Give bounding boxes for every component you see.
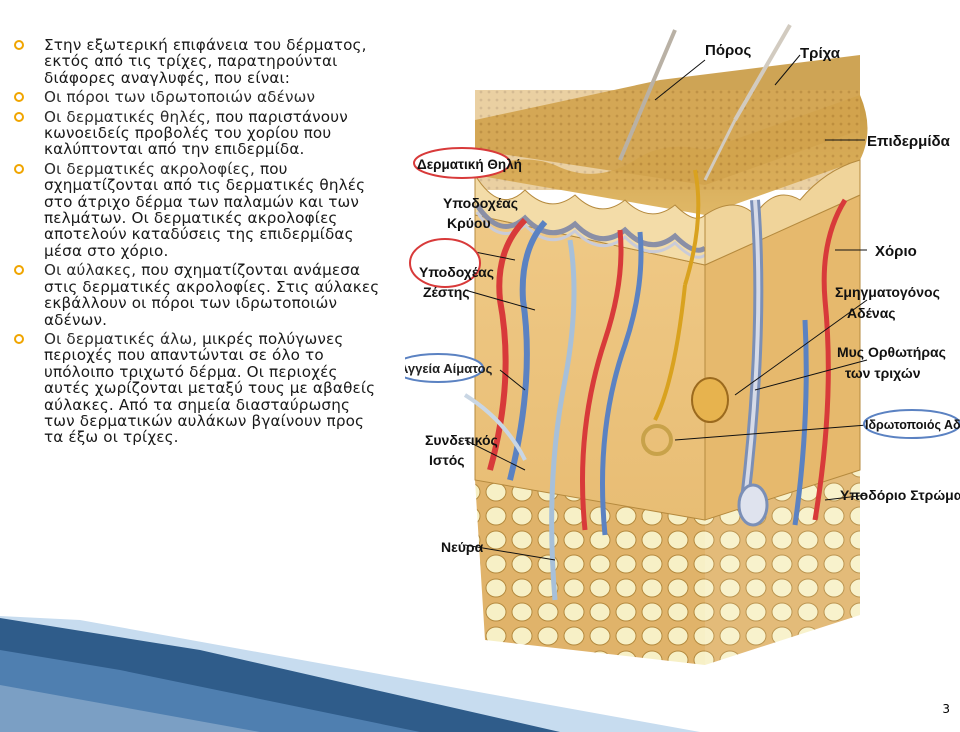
label-aggeia: Αγγεία Αίματος — [405, 361, 493, 376]
fat-layer-front — [475, 480, 705, 665]
bullet-text: που σχηματίζονται από τις δερματικές θηλ… — [44, 159, 366, 260]
bullet-lead: Οι δερματικές θηλές, — [44, 107, 211, 126]
label-trixa: Τρίχα — [800, 45, 841, 62]
bottom-decor-bar — [0, 616, 960, 732]
bullet-lead: Οι πόροι των ιδρωτοποιών αδένων — [44, 88, 316, 107]
bullet-lead: Οι δερματικές ακρολοφίες, — [44, 159, 255, 178]
label-smigmatogonos-1: Σμηγματογόνος — [835, 284, 940, 300]
bullet-ridges: Οι δερματικές ακρολοφίες, που σχηματίζον… — [14, 161, 384, 259]
label-syndetikos-1: Συνδετικός — [425, 432, 498, 448]
hair-shaft — [618, 29, 677, 161]
bullet-papillae: Οι δερματικές θηλές, που παριστάνουν κων… — [14, 107, 384, 159]
bullet-text: που σχηματίζονται ανάμεσα στις δερματικέ… — [44, 261, 380, 329]
bullet-intro: Στην εξωτερική επιφάνεια του δέρματος, ε… — [14, 37, 384, 86]
label-ypodoxeas-kryou-2: Κρύου — [447, 215, 491, 231]
bullet-furrows: Οι αύλακες, που σχηματίζονται ανάμεσα στ… — [14, 262, 384, 328]
bullet-marker-icon — [14, 333, 24, 344]
label-neyra: Νεύρα — [441, 539, 484, 555]
bullet-marker-icon — [14, 265, 24, 276]
label-idrotopoios: Ιδρωτοποιός Αδένας — [865, 418, 960, 432]
page-number: 3 — [942, 702, 950, 716]
bullet-text: μικρές πολύγωνες περιοχές που απαντώνται… — [44, 329, 376, 447]
bullet-text: που παριστάνουν κωνοειδείς προβολές του … — [44, 107, 348, 159]
label-dermatiki-thili: Δερματική Θηλή — [417, 157, 522, 172]
label-epidermida: Επιδερμίδα — [867, 133, 951, 150]
bullet-list: Στην εξωτερική επιφάνεια του δέρματος, ε… — [14, 37, 384, 449]
bullet-areas: Οι δερματικές άλω, μικρές πολύγωνες περι… — [14, 331, 384, 446]
label-ypodoxeas-zestis-2: Ζέστης — [423, 284, 470, 300]
label-syndetikos-2: Ιστός — [429, 452, 465, 468]
bullet-pores: Οι πόροι των ιδρωτοποιών αδένων — [14, 89, 384, 105]
label-poros: Πόρος — [705, 42, 751, 59]
sebaceous-gland — [691, 377, 729, 423]
sweat-duct — [683, 169, 701, 286]
label-mys-2: των τριχών — [845, 365, 921, 381]
bullet-text: Στην εξωτερική επιφάνεια του δέρματος, ε… — [44, 36, 367, 87]
bullet-marker-icon — [14, 40, 24, 50]
label-xorio: Χόριο — [875, 243, 917, 260]
bullet-marker-icon — [14, 92, 24, 103]
bullet-lead: Οι αύλακες, — [44, 261, 137, 280]
bullet-marker-icon — [14, 163, 24, 174]
label-smigmatogonos-2: Αδένας — [847, 305, 896, 321]
label-ypodoxeas-zestis-1: Υποδοχέας — [419, 264, 494, 280]
label-ypodoxeas-kryou-1: Υποδοχέας — [443, 195, 518, 211]
vein — [507, 220, 548, 481]
nerve — [549, 239, 577, 601]
bullet-lead: Οι δερματικές άλω, — [44, 329, 198, 348]
hair-shaft — [733, 23, 792, 122]
label-mys-1: Μυς Ορθωτήρας — [837, 344, 946, 360]
label-ypodorio: Υποδόριο Στρώμα — [840, 487, 960, 503]
bullet-marker-icon — [14, 111, 24, 122]
skin-diagram: Πόρος Τρίχα Επιδερμίδα Δερματική Θηλή Υπ… — [405, 23, 960, 665]
